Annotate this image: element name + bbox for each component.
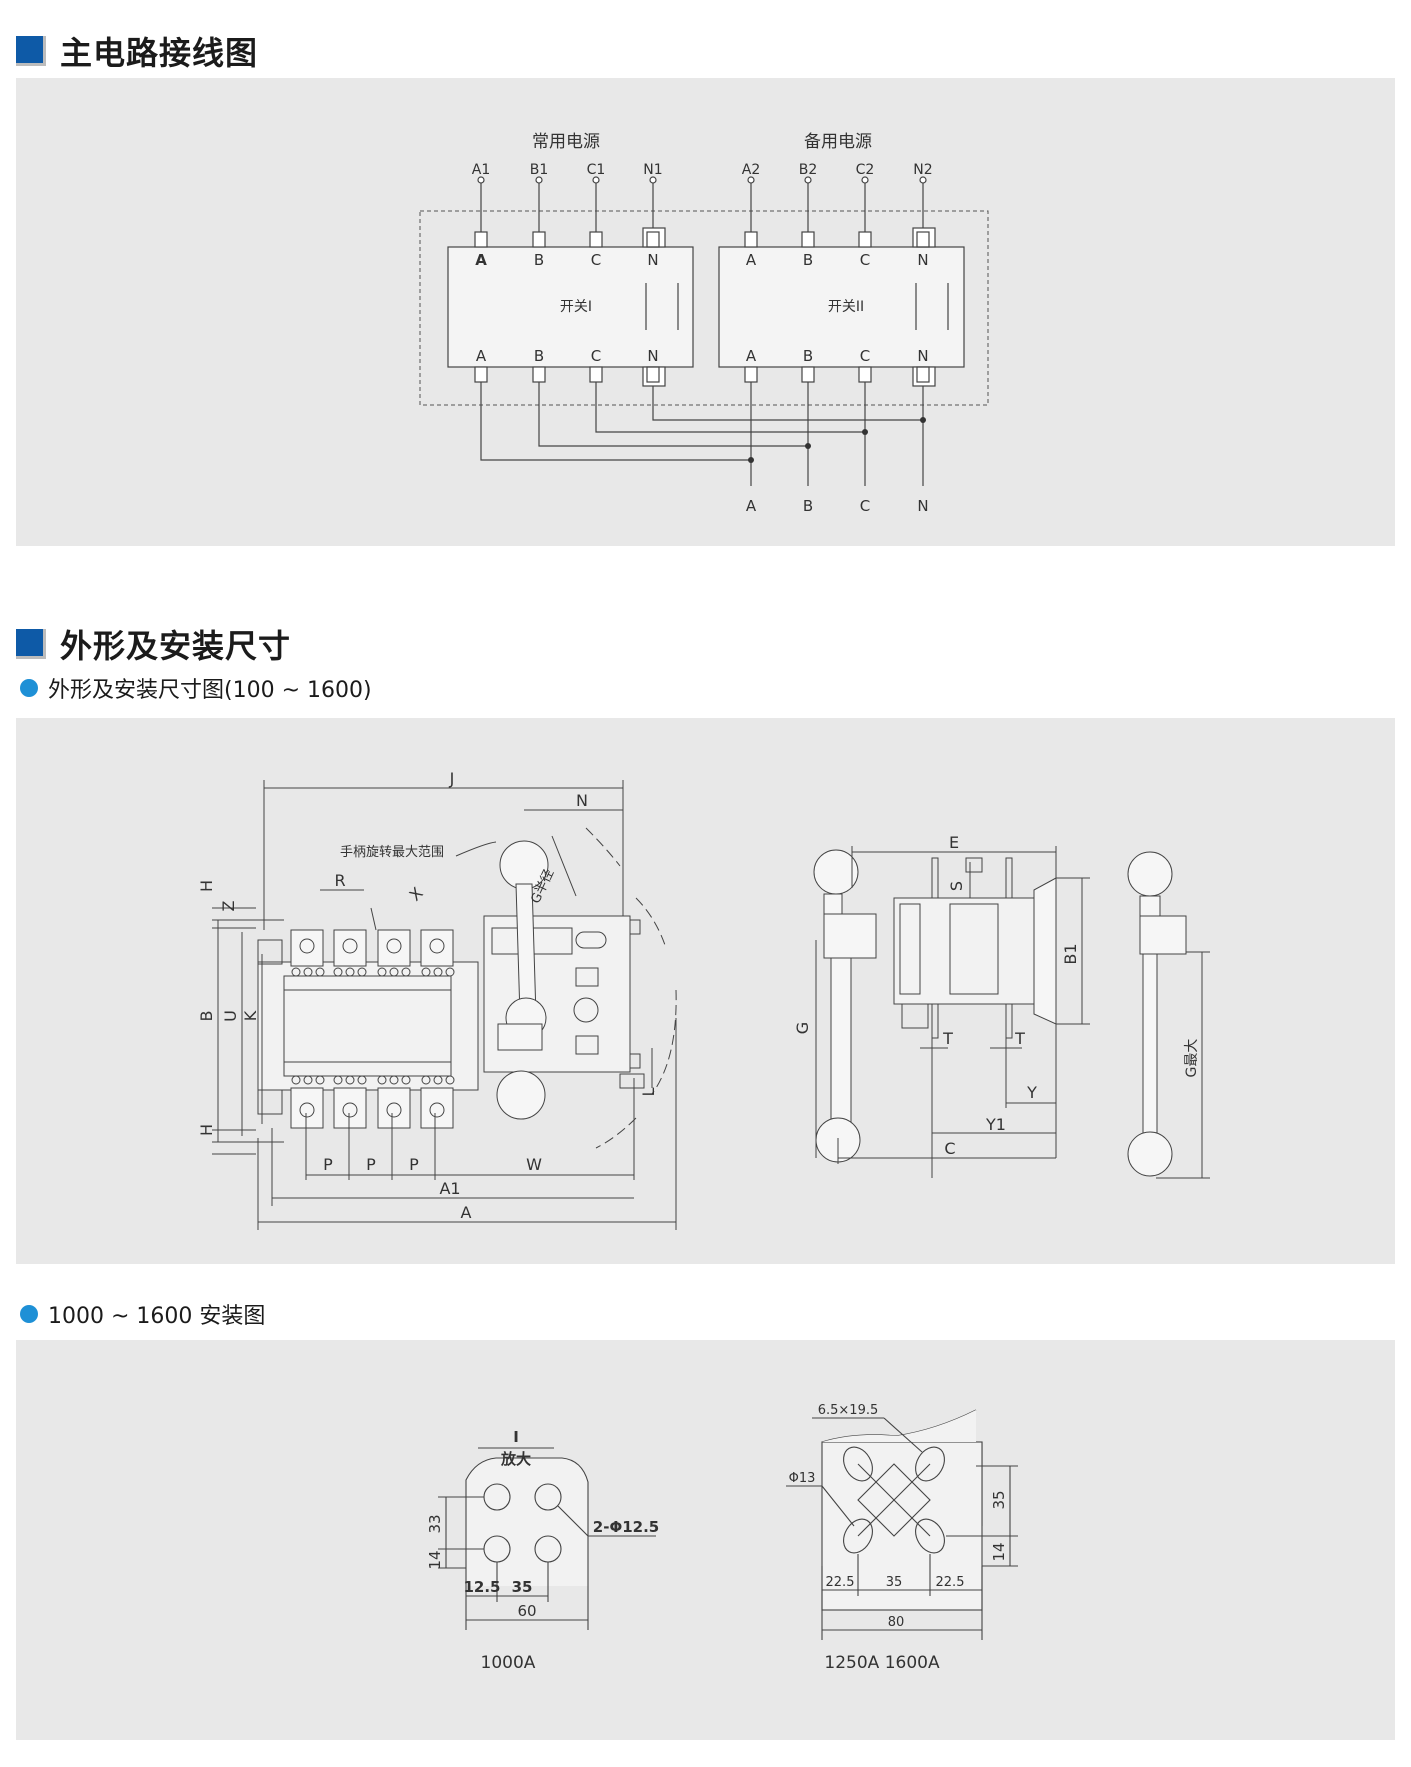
sw2-bottom-a: A <box>746 347 757 365</box>
terminal-a1: A1 <box>472 162 490 178</box>
switch1-label: 开关I <box>560 299 592 315</box>
section-title-text: 外形及安装尺寸 <box>60 627 292 665</box>
sw2-top-c: C <box>860 251 870 269</box>
dim-12-5: 12.5 <box>463 1578 500 1596</box>
terminal-c1: C1 <box>587 162 606 178</box>
terminal-c2: C2 <box>856 162 875 178</box>
terminal-a2: A2 <box>742 162 760 178</box>
slot-spec: 6.5×19.5 <box>818 1403 879 1418</box>
sw2-top-a: A <box>746 251 757 269</box>
caption-1000a: 1000A <box>481 1653 536 1673</box>
sw2-top-n: N <box>917 251 928 269</box>
dim-t2: T <box>1014 1029 1025 1048</box>
subtitle-text: 1000 ~ 1600 安装图 <box>48 1304 266 1329</box>
dim-handle-range: 手柄旋转最大范围 <box>340 845 444 860</box>
dim-35b: 35 <box>886 1575 903 1590</box>
sw1-top-a: A <box>475 251 487 269</box>
section-title-dimensions: 外形及安装尺寸 <box>16 621 291 667</box>
terminal-n2: N2 <box>913 162 932 178</box>
dim-j: J <box>449 769 455 788</box>
dim-60: 60 <box>517 1602 536 1620</box>
subtitle-outline-dimensions: 外形及安装尺寸图(100 ~ 1600) <box>20 672 372 704</box>
terminal-b2: B2 <box>799 162 818 178</box>
source1-label: 常用电源 <box>532 132 600 152</box>
section-title-wiring: 主电路接线图 <box>16 28 258 74</box>
detail-label: I <box>513 1428 519 1446</box>
outline-dimension-panel: J N 手柄旋转最大范围 R X G半径 H Z B U K H P P P W… <box>16 718 1395 1264</box>
dim-r35: 35 <box>990 1490 1008 1509</box>
sw1-bottom-n: N <box>647 347 658 365</box>
output-a: A <box>746 497 757 515</box>
phi13-spec: Φ13 <box>789 1471 816 1486</box>
sw1-top-c: C <box>591 251 601 269</box>
title-marker <box>16 36 46 66</box>
terminal-n1: N1 <box>643 162 662 178</box>
subtitle-text: 外形及安装尺寸图(100 ~ 1600) <box>48 678 372 703</box>
dim-p3: P <box>409 1155 419 1174</box>
dim-a1: A1 <box>439 1179 460 1198</box>
title-marker <box>16 629 46 659</box>
dim-u: U <box>221 1010 240 1022</box>
wiring-diagram: 常用电源 备用电源 A1 B1 C1 N1 A2 B2 C2 N2 <box>419 132 989 515</box>
dim-t1: T <box>942 1029 953 1048</box>
subtitle-installation: 1000 ~ 1600 安装图 <box>20 1298 265 1330</box>
installation-drawing: I 放大 2-Φ12.5 33 14 12.5 35 60 1000A 6.5×… <box>426 1403 1018 1673</box>
outline-dimension-drawing: J N 手柄旋转最大范围 R X G半径 H Z B U K H P P P W… <box>197 769 1210 1230</box>
dim-c: C <box>944 1139 955 1158</box>
dim-g: G <box>793 1022 812 1034</box>
dim-k: K <box>241 1010 260 1021</box>
installation-panel: I 放大 2-Φ12.5 33 14 12.5 35 60 1000A 6.5×… <box>16 1340 1395 1740</box>
output-n: N <box>917 497 928 515</box>
dim-a: A <box>461 1203 472 1222</box>
dim-p1: P <box>323 1155 333 1174</box>
bullet-dot <box>20 1305 38 1323</box>
dim-22-5b: 22.5 <box>936 1575 965 1590</box>
dim-b1: B1 <box>1061 943 1080 964</box>
dim-z: Z <box>219 900 238 911</box>
dim-r14: 14 <box>990 1542 1008 1561</box>
dim-w: W <box>526 1155 542 1174</box>
dashed-enclosure <box>419 210 989 406</box>
sw1-top-n: N <box>647 251 658 269</box>
output-c: C <box>860 497 870 515</box>
hole-spec: 2-Φ12.5 <box>593 1518 659 1536</box>
dim-g-max: G最大 <box>1184 1039 1200 1078</box>
dim-y: Y <box>1026 1083 1037 1102</box>
switch2-label: 开关II <box>828 299 864 315</box>
sw1-bottom-a: A <box>476 347 487 365</box>
dim-p2: P <box>366 1155 376 1174</box>
dim-x: X <box>406 883 427 904</box>
switch2-box <box>718 246 965 368</box>
dim-e: E <box>949 833 959 852</box>
dim-33: 33 <box>426 1514 444 1533</box>
dim-l: L <box>639 1087 658 1096</box>
caption-1250a-1600a: 1250A 1600A <box>824 1653 940 1673</box>
wiring-diagram-panel: 常用电源 备用电源 A1 B1 C1 N1 A2 B2 C2 N2 <box>16 78 1395 546</box>
dim-n: N <box>576 791 588 810</box>
dim-14: 14 <box>426 1550 444 1569</box>
dim-b: B <box>197 1011 216 1022</box>
switch1-box <box>447 246 694 368</box>
dim-h-top: H <box>197 880 216 892</box>
dim-80: 80 <box>888 1615 905 1630</box>
output-b: B <box>803 497 813 515</box>
terminal-b1: B1 <box>530 162 549 178</box>
dim-35: 35 <box>512 1578 533 1596</box>
sw2-top-b: B <box>803 251 813 269</box>
section-title-text: 主电路接线图 <box>60 34 259 72</box>
dim-22-5a: 22.5 <box>826 1575 855 1590</box>
dim-r: R <box>334 871 345 890</box>
sw1-top-b: B <box>534 251 544 269</box>
sw2-bottom-b: B <box>803 347 813 365</box>
dim-y1: Y1 <box>985 1115 1006 1134</box>
sw1-bottom-c: C <box>591 347 601 365</box>
source2-label: 备用电源 <box>804 132 872 152</box>
sw1-bottom-b: B <box>534 347 544 365</box>
dim-s: S <box>947 881 966 891</box>
dim-h-bottom: H <box>197 1124 216 1136</box>
sw2-bottom-n: N <box>917 347 928 365</box>
bullet-dot <box>20 679 38 697</box>
enlarge-label: 放大 <box>500 1450 531 1468</box>
sw2-bottom-c: C <box>860 347 870 365</box>
